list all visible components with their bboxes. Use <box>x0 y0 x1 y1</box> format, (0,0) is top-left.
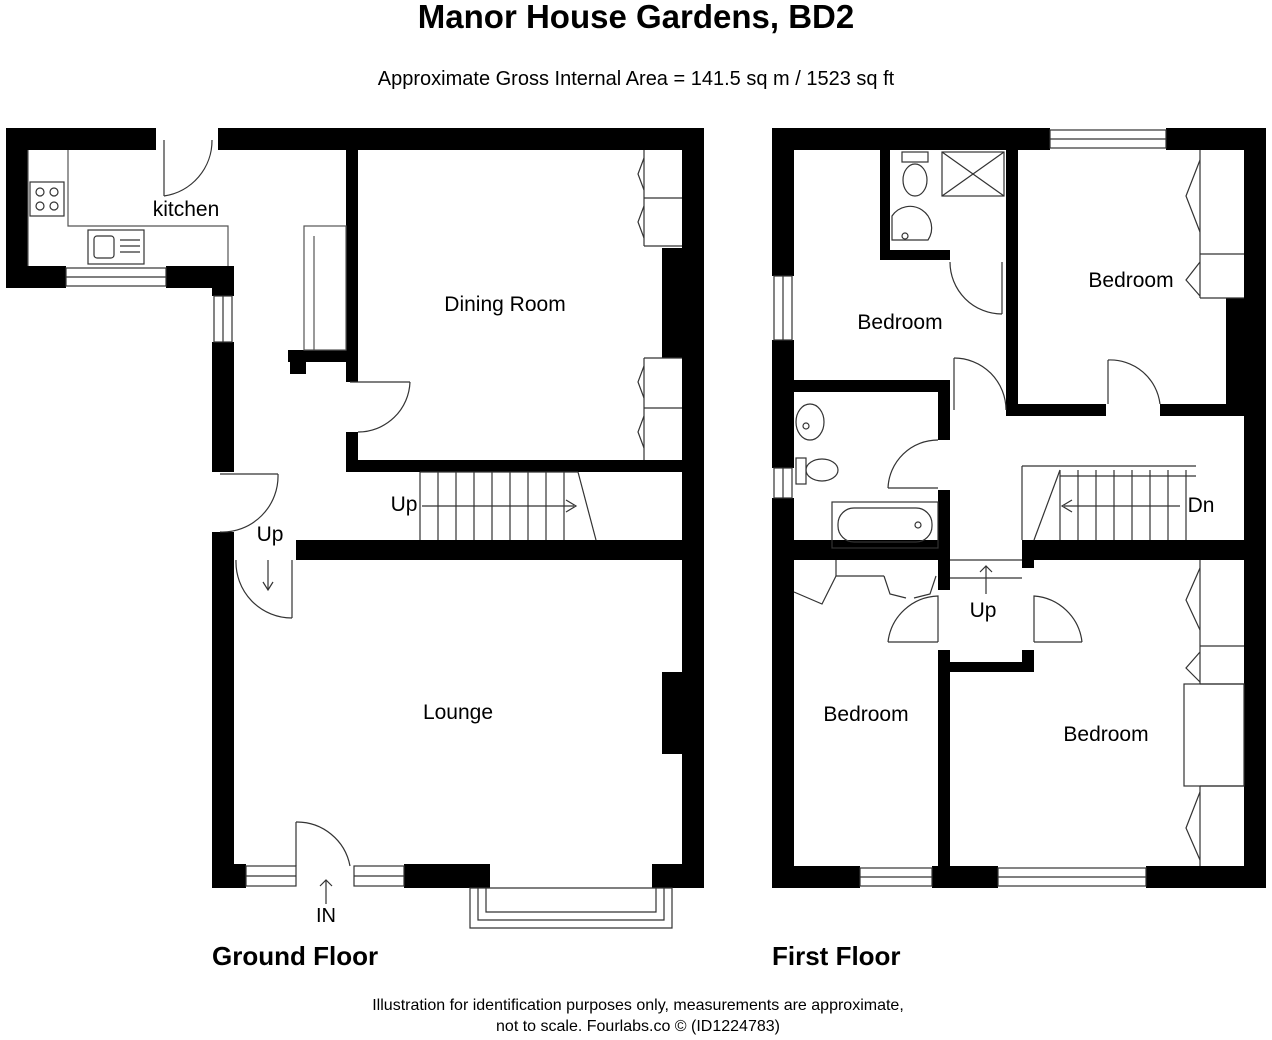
first-floor-stairs <box>950 465 1196 594</box>
first-floor-label: First Floor <box>772 941 901 971</box>
ground-floor-label: Ground Floor <box>212 941 378 971</box>
ground-floor-walls <box>6 128 704 888</box>
plan-title: Manor House Gardens, BD2 <box>418 0 854 35</box>
ground-floor-arrows <box>262 560 333 904</box>
hob-icon <box>29 181 65 217</box>
room-label-bedroom-nw: Bedroom <box>857 311 942 334</box>
room-label-bedroom-sw: Bedroom <box>823 703 908 726</box>
kitchen-sink-icon <box>87 229 145 265</box>
first-floor-plan: Bedroom Bedroom Bedroom Bedroom Dn Up Fi… <box>772 128 1266 971</box>
room-label-lounge: Lounge <box>423 701 493 724</box>
ground-floor-plan: kitchen Dining Room Lounge Up Up IN Grou… <box>6 128 704 971</box>
stairs-down-label: Dn <box>1188 494 1215 517</box>
room-label-kitchen: kitchen <box>153 198 220 221</box>
disclaimer-line-1: Illustration for identification purposes… <box>372 997 904 1014</box>
area-subtitle: Approximate Gross Internal Area = 141.5 … <box>378 68 895 90</box>
stairs-up-label: Up <box>391 493 418 516</box>
landing-up-label: Up <box>970 599 997 622</box>
entrance-label: IN <box>316 905 336 927</box>
first-floor-fixtures <box>793 150 1245 866</box>
room-label-bedroom-se: Bedroom <box>1063 723 1148 746</box>
room-label-dining-room: Dining Room <box>444 293 565 316</box>
ground-floor-stairs <box>419 471 597 541</box>
ground-floor-fixtures <box>27 150 347 351</box>
disclaimer-line-2: not to scale. Fourlabs.co © (ID1224783) <box>496 1018 780 1035</box>
ground-floor-doors <box>163 139 682 867</box>
first-floor-doors <box>887 261 1161 643</box>
first-floor-walls <box>772 128 1266 888</box>
first-floor-windows <box>773 129 1167 887</box>
ground-floor-windows <box>65 267 673 929</box>
hall-up-label: Up <box>257 523 284 546</box>
room-label-bedroom-ne: Bedroom <box>1088 269 1173 292</box>
